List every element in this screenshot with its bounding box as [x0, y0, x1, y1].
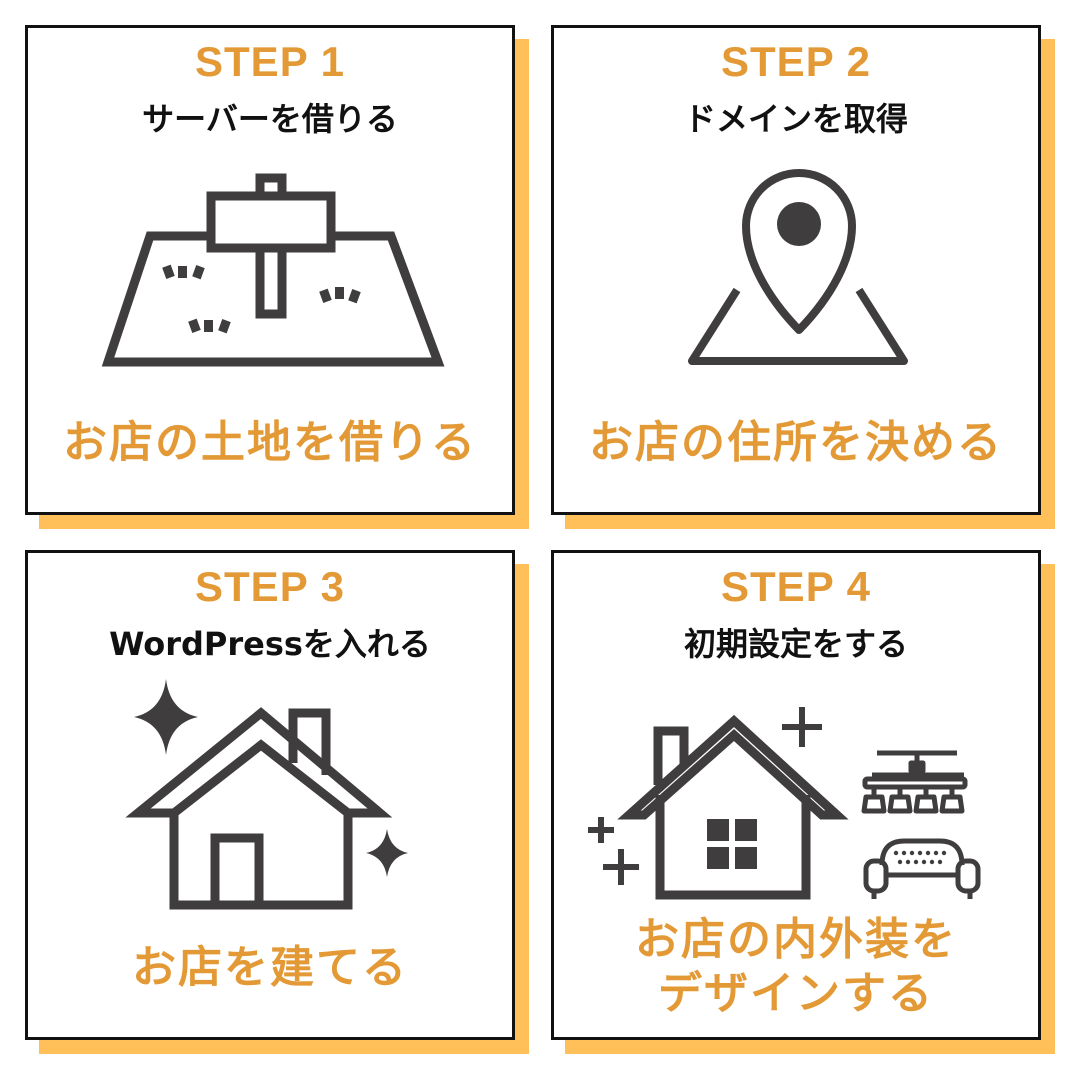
step-2-card: STEP 2 ドメインを取得 お店の住所を決める [551, 25, 1041, 515]
step-2-caption: お店の住所を決める [589, 417, 1003, 468]
map-pin-icon [688, 169, 908, 365]
step-1-label: STEP 1 [195, 38, 345, 85]
step-3-caption: お店を建てる [132, 942, 408, 993]
step-4-label: STEP 4 [721, 563, 871, 610]
step-1-caption: お店の土地を借りる [63, 417, 477, 468]
step-1-subtitle: サーバーを借りる [142, 100, 398, 138]
step-2-label: STEP 2 [721, 38, 871, 85]
step-2-subtitle: ドメインを取得 [683, 100, 908, 138]
step-3-label: STEP 3 [195, 563, 345, 610]
sparkling-house-icon [125, 679, 408, 910]
step-4-card: STEP 4 初期設定をする [551, 550, 1041, 1040]
step-4-subtitle: 初期設定をする [683, 625, 908, 663]
step-3-subtitle: WordPressを入れる [109, 625, 431, 663]
step-4-caption: お店の内外装を デザインする [635, 914, 957, 1019]
land-signpost-icon [101, 173, 445, 367]
step-3-card: STEP 3 WordPressを入れる お店を建てる [25, 550, 515, 1040]
house-furniture-icon [588, 707, 981, 900]
step-1-card: STEP 1 サーバーを借りる お店の土地を借りる [25, 25, 515, 515]
